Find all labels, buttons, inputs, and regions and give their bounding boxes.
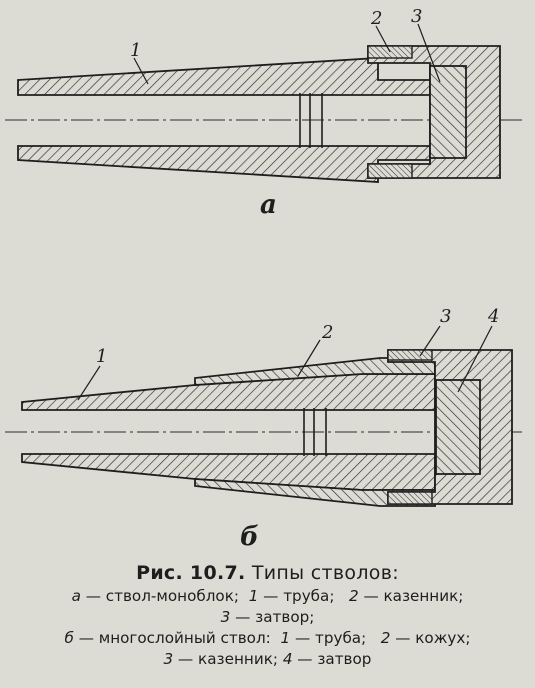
caption-tag-a: а — [71, 587, 81, 605]
caption-tag-b: б — [64, 629, 74, 647]
diagram-a: 1 2 3 а — [5, 6, 525, 220]
caption-number: 3 — [220, 608, 231, 626]
barrel-types-diagram: 1 2 3 а 1 2 3 4 б — [5, 6, 525, 552]
caption-line-b: б — многослойный ствол: 1 — труба; 2 — к… — [0, 628, 535, 649]
diagram-b: 1 2 3 4 б — [5, 306, 525, 552]
breech-2-collar-bottom — [367, 163, 413, 179]
caption-number: 2 — [348, 587, 359, 605]
caption-text: — труба; — [290, 629, 367, 647]
callout-a-3: 3 — [411, 6, 422, 27]
caption-text: — труба; — [258, 587, 335, 605]
leader-line — [419, 325, 441, 357]
caption-number: 4 — [282, 650, 293, 668]
callout-b-1: 1 — [96, 346, 107, 367]
caption-text: — затвор — [292, 650, 372, 668]
jacket-2-bottom — [194, 478, 436, 507]
caption-text: — кожух; — [390, 629, 471, 647]
callout-a-2: 2 — [370, 8, 382, 29]
callout-b-2: 2 — [321, 322, 333, 343]
caption-text: — многослойный ствол: — [73, 629, 271, 647]
leader-line — [375, 25, 391, 53]
caption-line-a-cont: 3 — затвор; — [0, 607, 535, 628]
callout-b-3: 3 — [440, 306, 451, 327]
callout-b-4: 4 — [487, 306, 499, 327]
caption-number: 3 — [163, 650, 174, 668]
caption-text: — затвор; — [230, 608, 315, 626]
breech-3-collar-top — [387, 349, 433, 361]
caption-line-b-cont: 3 — казенник; 4 — затвор — [0, 649, 535, 670]
leader-line — [297, 339, 321, 377]
caption-title-text: Типы стволов: — [251, 562, 399, 584]
caption-figure-number: Рис. 10.7. — [136, 562, 246, 584]
caption-text: — казенник; — [173, 650, 278, 668]
callout-a-1: 1 — [130, 40, 141, 61]
caption-text: — ствол-моноблок; — [80, 587, 240, 605]
caption-title: Рис. 10.7. Типы стволов: — [0, 562, 535, 584]
leader-line — [133, 57, 149, 85]
caption-text: — казенник; — [358, 587, 464, 605]
bolt-4 — [435, 379, 481, 475]
caption-line-a: а — ствол-моноблок; 1 — труба; 2 — казен… — [0, 586, 535, 607]
leader-line — [457, 325, 493, 393]
sublabel-b: б — [240, 522, 259, 552]
bolt-3 — [429, 65, 467, 159]
leader-line — [77, 365, 101, 401]
caption-number: 1 — [248, 587, 259, 605]
caption-number: 2 — [380, 629, 391, 647]
caption-number: 1 — [280, 629, 291, 647]
sublabel-a: а — [260, 190, 277, 220]
breech-3-collar-bottom — [387, 491, 433, 505]
figure-caption: Рис. 10.7. Типы стволов: а — ствол-моноб… — [0, 562, 535, 670]
leader-line — [417, 23, 441, 83]
